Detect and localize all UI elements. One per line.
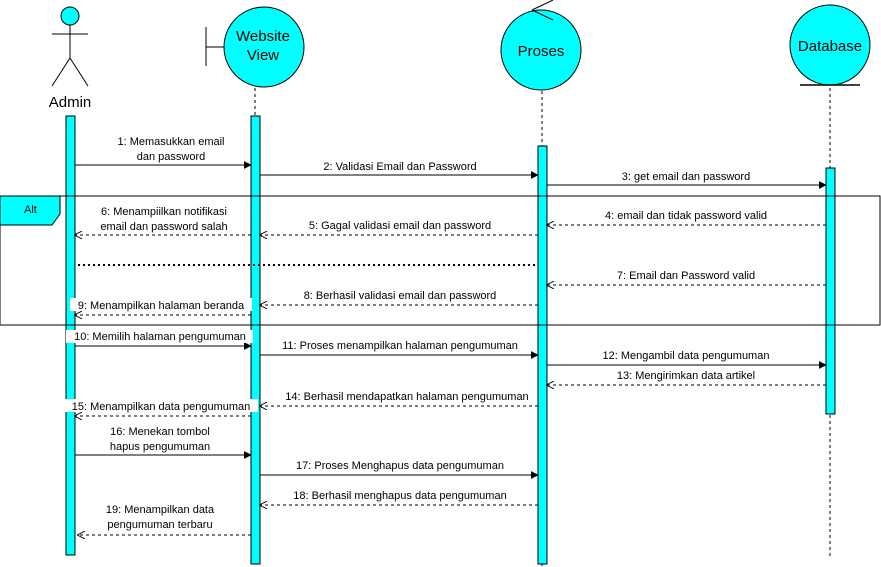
message-5: 5: Gagal validasi email dan password: [260, 220, 538, 235]
stick-figure-actor-icon: [51, 6, 89, 87]
message-4: 4: email dan tidak password valid: [547, 210, 826, 225]
activation-database: [825, 167, 836, 415]
message-17: 17: Proses Menghapus data pengumuman: [260, 460, 539, 479]
message-2: 2: Validasi Email dan Password: [260, 161, 539, 179]
message-label: 16: Menekan tombol: [110, 426, 210, 438]
message-label: dan password: [137, 151, 206, 163]
message-label: 12: Mengambil data pengumuman: [603, 350, 770, 362]
message-16: 16: Menekan tombol hapus pengumuman: [75, 426, 252, 459]
message-label: email dan password salah: [100, 221, 227, 233]
actor-label: Admin: [49, 94, 92, 111]
message-12: 12: Mengambil data pengumuman: [547, 350, 827, 369]
message-14: 14: Berhasil mendapatkan halaman pengumu…: [260, 391, 538, 406]
message-label: 11: Proses menampilkan halaman pengumuma…: [282, 340, 518, 352]
message-label: 17: Proses Menghapus data pengumuman: [296, 460, 504, 472]
message-label: 6: Menampiilkan notifikasi: [101, 206, 227, 218]
participant-label: View: [247, 47, 279, 64]
message-label: 10: Memilih halaman pengumuman: [74, 331, 246, 343]
message-label: pengumuman terbaru: [107, 519, 212, 531]
participant-label: Database: [798, 38, 862, 55]
message-19: 19: Menampilkan data pengumuman terbaru: [78, 504, 251, 535]
message-label: 5: Gagal validasi email dan password: [309, 220, 491, 232]
message-label: 19: Menampilkan data: [106, 504, 215, 516]
message-label: 3: get email dan password: [622, 171, 750, 183]
messages: 1: Memasukkan email dan password 2: Vali…: [62, 136, 827, 535]
participant-database: Database: [789, 4, 871, 86]
entity-icon: [789, 4, 871, 86]
message-15: 15: Menampilkan data pengumuman: [62, 399, 258, 416]
message-label: 15: Menampilkan data pengumuman: [72, 401, 251, 413]
boundary-icon: [205, 6, 305, 88]
message-10: 10: Memilih halaman pengumuman: [66, 330, 253, 350]
message-3: 3: get email dan password: [547, 171, 827, 189]
message-label: 14: Berhasil mendapatkan halaman pengumu…: [285, 391, 528, 403]
participant-website-view: Website View: [205, 6, 305, 88]
message-label: 2: Validasi Email dan Password: [323, 161, 476, 173]
message-13: 13: Mengirimkan data artikel: [547, 370, 826, 385]
message-7: 7: Email dan Password valid: [547, 270, 826, 285]
message-label: 8: Berhasil validasi email dan password: [304, 290, 497, 302]
participant-label: Proses: [518, 43, 565, 60]
alt-frame-tag: [0, 195, 61, 226]
participant-proses: Proses: [500, 0, 582, 91]
message-label: 4: email dan tidak password valid: [605, 210, 767, 222]
alt-frame-label: Alt: [24, 204, 37, 216]
message-label: 1: Memasukkan email: [118, 136, 225, 148]
message-label: 18: Berhasil menghapus data pengumuman: [293, 490, 506, 502]
message-label: 9: Menampilkan halaman beranda: [78, 300, 245, 312]
message-1: 1: Memasukkan email dan password: [75, 136, 252, 169]
message-label: hapus pengumuman: [110, 441, 210, 453]
message-label: 13: Mengirimkan data artikel: [617, 370, 755, 382]
alt-frame: Alt: [0, 195, 881, 326]
control-icon: [500, 0, 582, 91]
message-6: 6: Menampiilkan notifikasi email dan pas…: [75, 206, 251, 235]
participant-label: Website: [236, 28, 290, 45]
message-18: 18: Berhasil menghapus data pengumuman: [260, 490, 538, 505]
activation-proses: [537, 145, 548, 565]
message-label: 7: Email dan Password valid: [617, 270, 755, 282]
message-11: 11: Proses menampilkan halaman pengumuma…: [260, 340, 539, 359]
actor-admin: Admin: [49, 6, 92, 111]
message-9: 9: Menampilkan halaman beranda: [70, 298, 252, 315]
message-8: 8: Berhasil validasi email dan password: [260, 290, 538, 305]
